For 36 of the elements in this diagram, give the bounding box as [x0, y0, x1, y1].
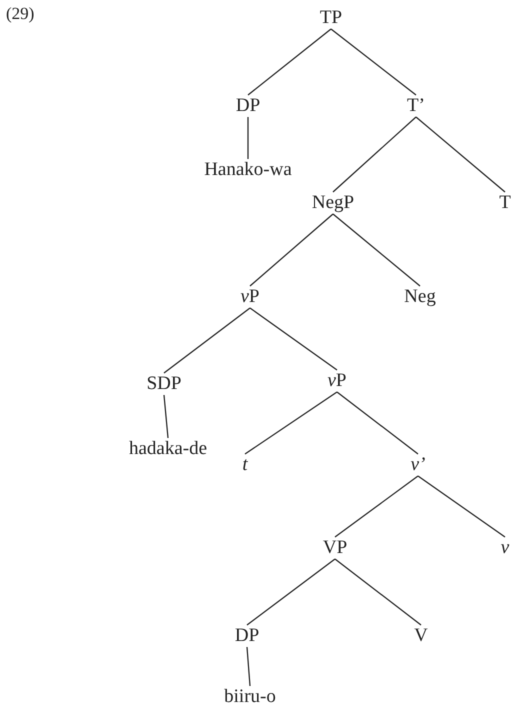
tree-branch: [416, 116, 506, 192]
tree-node-label: DP: [234, 626, 260, 646]
example-number: (29): [6, 4, 34, 24]
tree-node-label: T: [498, 193, 512, 213]
tree-branch: [332, 214, 420, 286]
tree-node-label: v’: [410, 455, 426, 475]
tree-branch: [248, 28, 332, 96]
tree-node-label: Neg: [403, 287, 437, 307]
tree-node-label: T’: [406, 96, 426, 116]
tree-node-label: v: [500, 538, 510, 558]
tree-node-label: SDP: [146, 374, 182, 394]
tree-branch: [164, 308, 250, 374]
tree-node-label: vP: [326, 371, 348, 391]
tree-branch: [418, 476, 506, 538]
tree-node-label: DP: [234, 96, 262, 116]
tree-node-label: V: [413, 626, 429, 646]
tree-node-label: Hanako-wa: [203, 160, 293, 180]
tree-branch: [334, 558, 422, 626]
tree-branch: [246, 558, 336, 626]
tree-node-label: hadaka-de: [128, 439, 208, 459]
tree-branch: [336, 392, 418, 454]
tree-node-label: TP: [318, 8, 344, 28]
tree-branch: [250, 214, 334, 286]
tree-branch: [334, 476, 418, 538]
tree-branch: [247, 117, 249, 159]
tree-node-label: t: [241, 455, 249, 475]
tree-branch: [246, 646, 251, 686]
tree-branch: [250, 308, 338, 370]
tree-branch: [163, 394, 169, 438]
tree-node-label: NegP: [310, 193, 356, 213]
tree-branch: [244, 392, 338, 454]
tree-branch: [332, 116, 416, 192]
tree-node-label: VP: [322, 538, 348, 558]
tree-node-label: vP: [240, 287, 260, 307]
tree-node-label: biiru-o: [223, 687, 277, 706]
tree-branch: [330, 28, 416, 96]
